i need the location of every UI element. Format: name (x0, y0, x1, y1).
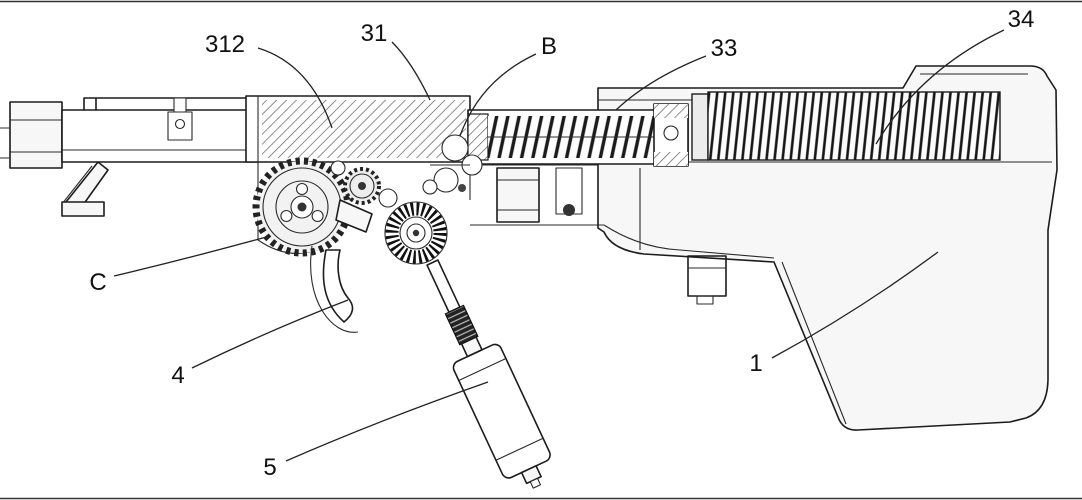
under-tube-parts (470, 164, 604, 226)
leader-31 (391, 41, 431, 101)
nozzle-cluster (422, 134, 483, 195)
gear-train (252, 134, 483, 333)
callout-C-label: C (89, 269, 106, 296)
front-receiver (0, 97, 261, 169)
callouts: 312 31 B 33 34 C 4 1 5 (89, 6, 1034, 481)
motor-shaft (426, 259, 461, 314)
callout-4-label: 4 (171, 362, 184, 389)
leader-B (459, 53, 537, 137)
leader-34 (875, 29, 1005, 145)
spur-gear (252, 157, 352, 257)
sight-block (167, 111, 193, 141)
leader-1 (771, 251, 939, 359)
cylinder-assembly (245, 95, 471, 163)
motor-body (452, 343, 551, 479)
bevel-gear (384, 201, 448, 265)
callout-31-label: 31 (361, 20, 388, 47)
stock-lower-block (687, 255, 727, 297)
sector-gear (330, 160, 398, 233)
leader-312 (257, 47, 333, 129)
trigger (310, 245, 359, 333)
callout-5-label: 5 (263, 454, 276, 481)
leader-4 (191, 299, 349, 369)
callout-B-label: B (541, 33, 557, 60)
spring-tube-33 (467, 103, 689, 167)
leader-C (113, 235, 271, 277)
callout-33-label: 33 (711, 35, 738, 62)
callout-1-label: 1 (749, 350, 762, 377)
leader-33 (615, 55, 707, 111)
callout-34-label: 34 (1008, 6, 1035, 33)
callout-312-label: 312 (205, 31, 245, 58)
leader-5 (285, 381, 489, 462)
recoil-spring-34 (691, 91, 1001, 161)
motor-assembly (426, 259, 551, 489)
folding-grip (61, 161, 109, 217)
